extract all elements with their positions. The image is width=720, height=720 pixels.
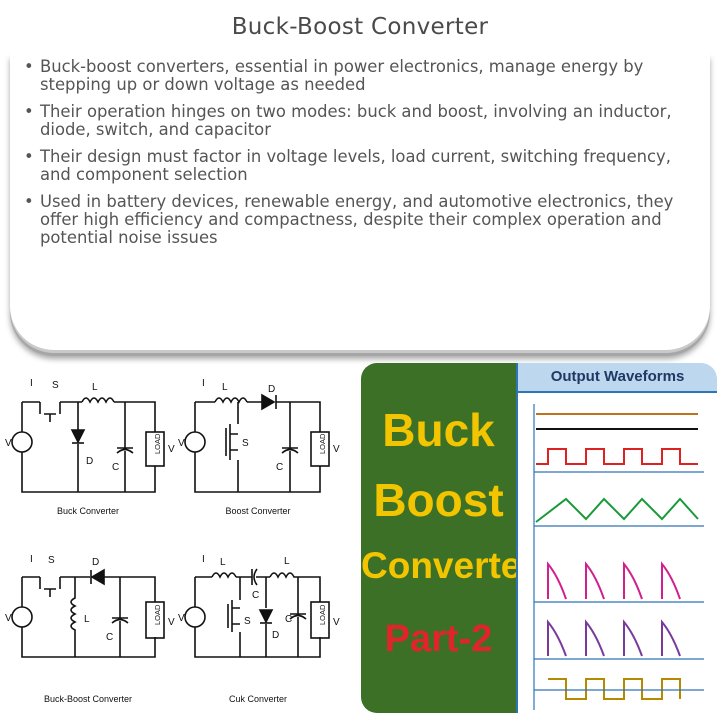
inductor-label: L [92, 382, 98, 393]
inductor-label: L [84, 614, 90, 625]
waveforms-title: Output Waveforms [518, 363, 717, 393]
page-title: Buck-Boost Converter [231, 14, 489, 40]
vo-label: V [168, 617, 175, 628]
vo-label: V [333, 444, 340, 455]
inductor-label: L [220, 557, 226, 568]
thumbnail-line-boost: Boost [373, 474, 504, 526]
switch-label: S [244, 616, 251, 627]
bullet-item: Their design must factor in voltage leve… [24, 148, 694, 184]
switch-label: S [48, 555, 55, 566]
capacitor-label: C [106, 632, 113, 643]
is-label: I [202, 378, 205, 389]
bullet-list: Buck-boost converters, essential in powe… [24, 58, 694, 247]
cuk-circuit [184, 568, 330, 658]
vs-label: V [5, 613, 12, 624]
diode-label: D [272, 630, 279, 641]
is-label: I [30, 378, 33, 389]
thumbnail-line-buck: Buck [382, 404, 495, 456]
vo-label: V [168, 444, 175, 455]
is-label: I [30, 554, 33, 565]
load-label: LOAD [153, 604, 162, 625]
diode-label: D [86, 456, 93, 467]
load-label: LOAD [318, 604, 327, 625]
switch-label: S [52, 380, 59, 391]
vs-label: V [178, 438, 185, 449]
is-label: I [202, 554, 205, 565]
buck-boost-circuit [11, 568, 165, 658]
boost-caption: Boost Converter [225, 506, 290, 516]
capacitor-label: C [112, 462, 119, 473]
vs-label: V [5, 438, 12, 449]
bullet-item: Their operation hinges on two modes: buc… [24, 103, 694, 139]
converter-circuit-diagrams: LOAD LOAD LOAD LOAD V V V V V V V V I I … [5, 378, 340, 704]
buck-boost-caption: Buck-Boost Converter [44, 694, 132, 704]
thumbnail-line-converter: Converter [361, 545, 536, 586]
boost-circuit [184, 393, 330, 493]
capacitor-label: C [276, 462, 283, 473]
video-thumbnail[interactable]: Buck Boost Converter Part-2 Output Wavef… [361, 363, 717, 713]
cuk-caption: Cuk Converter [229, 694, 287, 704]
inductor-label: L [222, 382, 228, 393]
load-label: LOAD [153, 433, 162, 454]
capacitor-label: C [252, 590, 259, 601]
switch-label: S [242, 438, 249, 449]
output-waveforms-panel: Output Waveforms [516, 363, 717, 713]
thumbnail-line-part: Part-2 [384, 618, 493, 660]
diode-label: D [92, 557, 99, 568]
buck-caption: Buck Converter [57, 506, 119, 516]
vo-label: V [333, 617, 340, 628]
inductor-lo-label: L [284, 556, 290, 567]
thumbnail-title-panel: Buck Boost Converter Part-2 [361, 363, 536, 713]
load-label: LOAD [318, 433, 327, 454]
capacitor-co-label: C [285, 614, 292, 625]
vs-label: V [178, 613, 185, 624]
diode-label: D [268, 384, 275, 395]
bullet-item: Used in battery devices, renewable energ… [24, 193, 694, 247]
waveforms-graphic [533, 404, 704, 710]
summary-card: Buck-boost converters, essential in powe… [10, 50, 710, 350]
buck-circuit [11, 397, 165, 493]
bullet-item: Buck-boost converters, essential in powe… [24, 58, 694, 94]
